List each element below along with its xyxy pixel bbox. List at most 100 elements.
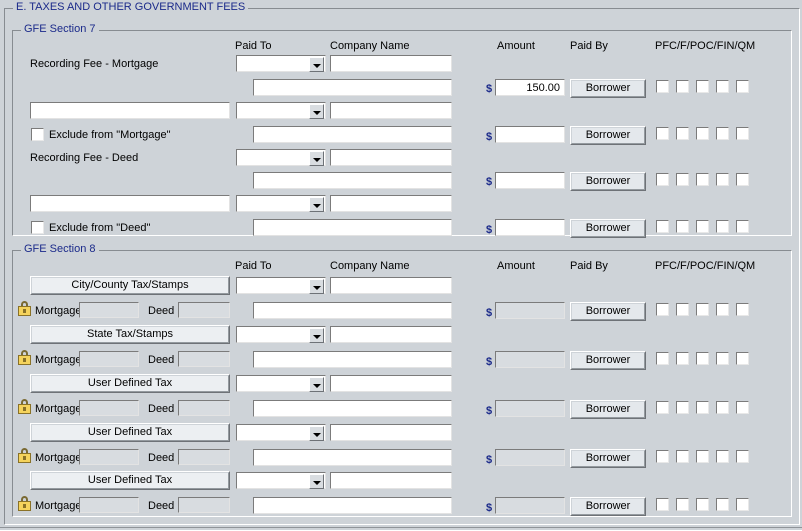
section8-paid-to-combo-2[interactable] — [236, 375, 326, 392]
section7-paid-to-input-1[interactable] — [237, 103, 309, 118]
section7-free-text-input-3[interactable] — [30, 195, 230, 212]
section8-description-input-3[interactable] — [253, 449, 452, 466]
section8-paid-to-combo-4[interactable] — [236, 472, 326, 489]
section7-flag-poc-2[interactable] — [696, 173, 709, 186]
section8-flag-qm-2[interactable] — [736, 401, 749, 414]
section7-paid-by-button-0[interactable]: Borrower — [570, 79, 646, 98]
section8-flag-fin-3[interactable] — [716, 450, 729, 463]
section7-paid-by-button-1[interactable]: Borrower — [570, 126, 646, 145]
chevron-down-icon[interactable] — [309, 279, 324, 294]
section7-flag-fin-1[interactable] — [716, 127, 729, 140]
lock-icon[interactable] — [17, 448, 32, 463]
section7-paid-to-combo-0[interactable] — [236, 55, 326, 72]
section8-paid-by-button-2[interactable]: Borrower — [570, 400, 646, 419]
section7-paid-to-input-0[interactable] — [237, 56, 309, 71]
section8-paid-to-input-4[interactable] — [237, 473, 309, 488]
section8-description-input-1[interactable] — [253, 351, 452, 368]
section7-flag-f-0[interactable] — [676, 80, 689, 93]
section7-amount-input-2[interactable] — [495, 172, 565, 189]
lock-icon[interactable] — [17, 350, 32, 365]
section8-description-input-4[interactable] — [253, 497, 452, 514]
section8-flag-pfc-4[interactable] — [656, 498, 669, 511]
section8-paid-by-button-3[interactable]: Borrower — [570, 449, 646, 468]
section7-paid-to-combo-3[interactable] — [236, 195, 326, 212]
section7-exclude-deed-checkbox[interactable] — [31, 221, 44, 234]
section7-paid-by-button-3[interactable]: Borrower — [570, 219, 646, 238]
section8-company-name-input-4[interactable] — [330, 472, 452, 489]
section7-flag-fin-2[interactable] — [716, 173, 729, 186]
section7-company-name-input-0[interactable] — [330, 55, 452, 72]
section7-flag-pfc-2[interactable] — [656, 173, 669, 186]
section8-flag-fin-2[interactable] — [716, 401, 729, 414]
section8-tax-type-button-1[interactable]: State Tax/Stamps — [30, 325, 230, 344]
section7-flag-fin-0[interactable] — [716, 80, 729, 93]
chevron-down-icon[interactable] — [309, 328, 324, 343]
section7-flag-f-3[interactable] — [676, 220, 689, 233]
section8-flag-fin-1[interactable] — [716, 352, 729, 365]
section8-paid-to-combo-3[interactable] — [236, 424, 326, 441]
chevron-down-icon[interactable] — [309, 474, 324, 489]
section7-flag-pfc-0[interactable] — [656, 80, 669, 93]
section8-paid-to-input-2[interactable] — [237, 376, 309, 391]
section8-flag-f-0[interactable] — [676, 303, 689, 316]
section8-paid-by-button-4[interactable]: Borrower — [570, 497, 646, 516]
section8-flag-f-2[interactable] — [676, 401, 689, 414]
section7-company-name-input-1[interactable] — [330, 102, 452, 119]
lock-icon[interactable] — [17, 496, 32, 511]
section7-amount-input-0[interactable] — [495, 79, 565, 96]
section7-company-name-input-2[interactable] — [330, 149, 452, 166]
section7-description-input-1[interactable] — [253, 126, 452, 143]
section8-paid-to-input-3[interactable] — [237, 425, 309, 440]
section8-flag-poc-0[interactable] — [696, 303, 709, 316]
section8-flag-f-1[interactable] — [676, 352, 689, 365]
section7-paid-to-combo-1[interactable] — [236, 102, 326, 119]
section7-company-name-input-3[interactable] — [330, 195, 452, 212]
section8-description-input-0[interactable] — [253, 302, 452, 319]
section8-flag-qm-4[interactable] — [736, 498, 749, 511]
section8-flag-pfc-2[interactable] — [656, 401, 669, 414]
section7-exclude-mortgage-checkbox[interactable] — [31, 128, 44, 141]
section8-flag-fin-4[interactable] — [716, 498, 729, 511]
section7-flag-f-2[interactable] — [676, 173, 689, 186]
section8-flag-pfc-1[interactable] — [656, 352, 669, 365]
section8-tax-type-button-2[interactable]: User Defined Tax — [30, 374, 230, 393]
section7-amount-input-1[interactable] — [495, 126, 565, 143]
section8-flag-f-4[interactable] — [676, 498, 689, 511]
lock-icon[interactable] — [17, 399, 32, 414]
section8-paid-to-input-1[interactable] — [237, 327, 309, 342]
section7-paid-to-combo-2[interactable] — [236, 149, 326, 166]
section7-flag-poc-0[interactable] — [696, 80, 709, 93]
chevron-down-icon[interactable] — [309, 377, 324, 392]
chevron-down-icon[interactable] — [309, 57, 324, 72]
section8-paid-to-input-0[interactable] — [237, 278, 309, 293]
section7-paid-by-button-2[interactable]: Borrower — [570, 172, 646, 191]
section8-paid-to-combo-0[interactable] — [236, 277, 326, 294]
section7-description-input-3[interactable] — [253, 219, 452, 236]
section8-flag-poc-2[interactable] — [696, 401, 709, 414]
section7-flag-f-1[interactable] — [676, 127, 689, 140]
section7-flag-poc-1[interactable] — [696, 127, 709, 140]
section8-tax-type-button-0[interactable]: City/County Tax/Stamps — [30, 276, 230, 295]
section7-free-text-input-1[interactable] — [30, 102, 230, 119]
section8-flag-fin-0[interactable] — [716, 303, 729, 316]
section8-tax-type-button-4[interactable]: User Defined Tax — [30, 471, 230, 490]
section8-flag-qm-1[interactable] — [736, 352, 749, 365]
section8-paid-by-button-0[interactable]: Borrower — [570, 302, 646, 321]
section8-company-name-input-1[interactable] — [330, 326, 452, 343]
section8-flag-f-3[interactable] — [676, 450, 689, 463]
section8-company-name-input-2[interactable] — [330, 375, 452, 392]
section8-flag-poc-1[interactable] — [696, 352, 709, 365]
section8-flag-poc-3[interactable] — [696, 450, 709, 463]
section7-flag-fin-3[interactable] — [716, 220, 729, 233]
section8-tax-type-button-3[interactable]: User Defined Tax — [30, 423, 230, 442]
section7-flag-qm-3[interactable] — [736, 220, 749, 233]
section7-flag-qm-1[interactable] — [736, 127, 749, 140]
section7-paid-to-input-3[interactable] — [237, 196, 309, 211]
chevron-down-icon[interactable] — [309, 197, 324, 212]
section7-flag-pfc-3[interactable] — [656, 220, 669, 233]
section8-company-name-input-0[interactable] — [330, 277, 452, 294]
section7-flag-pfc-1[interactable] — [656, 127, 669, 140]
section8-flag-poc-4[interactable] — [696, 498, 709, 511]
section7-paid-to-input-2[interactable] — [237, 150, 309, 165]
section7-flag-qm-0[interactable] — [736, 80, 749, 93]
